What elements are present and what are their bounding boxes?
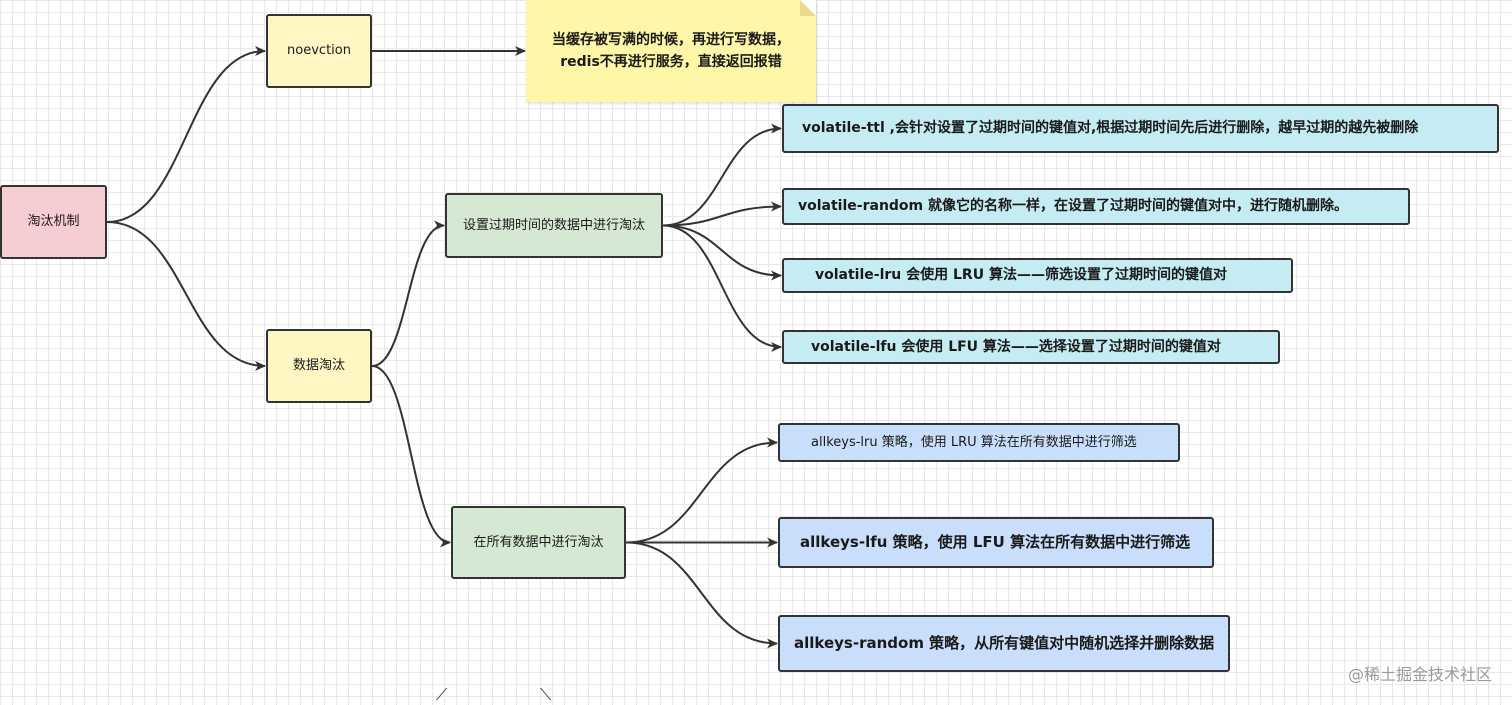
expire-branch-node[interactable]: 设置过期时间的数据中进行淘汰 — [445, 193, 663, 258]
cursor-fragment-icon: ⟋ — [436, 685, 448, 704]
edge-all-to-allkeys-random — [625, 541, 778, 649]
edge-root-to-data-eviction — [106, 221, 266, 371]
allkeys-lfu-node[interactable]: allkeys-lfu 策略，使用 LFU 算法在所有数据中进行筛选 — [778, 517, 1214, 568]
all-data-branch-node[interactable]: 在所有数据中进行淘汰 — [451, 506, 626, 579]
allkeys-random-node[interactable]: allkeys-random 策略，从所有键值对中随机选择并删除数据 — [778, 615, 1230, 672]
data-eviction-node[interactable]: 数据淘汰 — [266, 329, 372, 403]
watermark: @稀土掘金技术社区 — [1347, 665, 1492, 684]
edge-all-to-allkeys-lru — [625, 437, 778, 544]
note-text: 当缓存被写满的时候，再进行写数据， redis不再进行服务，直接返回报错 — [552, 31, 790, 70]
noeviction-note[interactable]: 当缓存被写满的时候，再进行写数据， redis不再进行服务，直接返回报错 — [526, 0, 816, 102]
volatile-lfu-node[interactable]: volatile-lfu 会使用 LFU 算法——选择设置了过期时间的键值对 — [782, 330, 1280, 364]
note-fold-corner — [800, 0, 816, 16]
allkeys-random-label: allkeys-random 策略，从所有键值对中随机选择并删除数据 — [794, 634, 1215, 653]
volatile-random-node[interactable]: volatile-random 就像它的名称一样，在设置了过期时间的键值对中，进… — [782, 188, 1410, 225]
all-data-branch-label: 在所有数据中进行淘汰 — [473, 534, 604, 550]
volatile-lru-label: volatile-lru 会使用 LRU 算法——筛选设置了过期时间的键值对 — [815, 267, 1227, 284]
root-label: 淘汰机制 — [27, 214, 80, 230]
cursor-fragment-icon: ⟍ — [540, 685, 552, 704]
noeviction-label: noevction — [287, 43, 351, 59]
expire-branch-label: 设置过期时间的数据中进行淘汰 — [462, 217, 645, 233]
volatile-lfu-label: volatile-lfu 会使用 LFU 算法——选择设置了过期时间的键值对 — [811, 338, 1221, 355]
root-node[interactable]: 淘汰机制 — [0, 185, 107, 259]
allkeys-lru-label: allkeys-lru 策略，使用 LRU 算法在所有数据中进行筛选 — [811, 434, 1137, 450]
edge-expire-to-volatile-lru — [662, 224, 782, 281]
noeviction-node[interactable]: noevction — [266, 14, 372, 88]
edge-expire-to-volatile-lfu — [662, 224, 782, 352]
allkeys-lfu-label: allkeys-lfu 策略，使用 LFU 算法在所有数据中进行筛选 — [800, 533, 1191, 552]
edge-data-to-expire-branch — [371, 220, 445, 367]
volatile-random-label: volatile-random 就像它的名称一样，在设置了过期时间的键值对中，进… — [798, 198, 1349, 215]
edge-root-to-noeviction — [106, 46, 266, 223]
volatile-ttl-node[interactable]: volatile-ttl ,会针对设置了过期时间的键值对,根据过期时间先后进行删… — [782, 104, 1499, 153]
volatile-ttl-label: volatile-ttl ,会针对设置了过期时间的键值对,根据过期时间先后进行删… — [802, 120, 1419, 137]
edge-expire-to-volatile-ttl — [662, 123, 782, 227]
volatile-lru-node[interactable]: volatile-lru 会使用 LRU 算法——筛选设置了过期时间的键值对 — [782, 258, 1293, 293]
data-eviction-label: 数据淘汰 — [292, 358, 345, 374]
edge-expire-to-volatile-random — [662, 201, 782, 227]
allkeys-lru-node[interactable]: allkeys-lru 策略，使用 LRU 算法在所有数据中进行筛选 — [778, 423, 1180, 462]
edge-data-to-all-branch — [371, 365, 451, 548]
